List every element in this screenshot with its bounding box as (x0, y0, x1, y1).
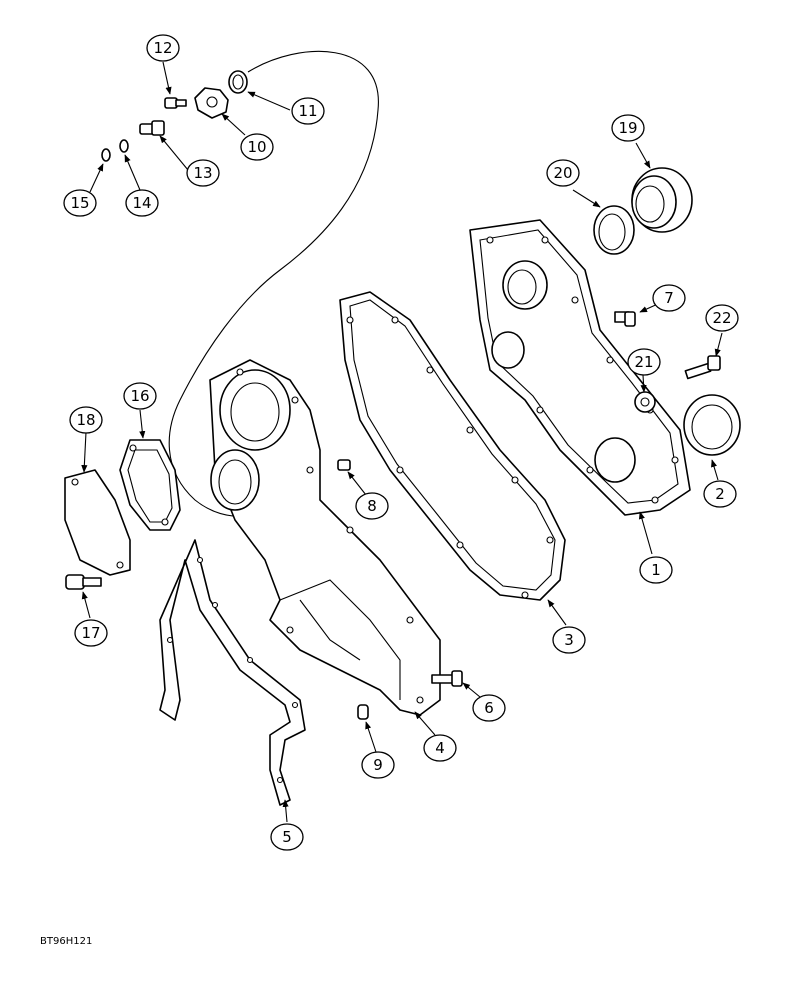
callout-5: 5 (270, 823, 304, 851)
callout-label-13: 13 (193, 164, 212, 182)
callout-7: 7 (652, 284, 686, 312)
leader-lines (81, 61, 723, 823)
callout-label-10: 10 (247, 138, 266, 156)
callout-9: 9 (361, 751, 395, 779)
ring-part-15 (101, 148, 111, 162)
callout-10: 10 (240, 133, 274, 161)
callout-label-15: 15 (70, 194, 89, 212)
callout-8: 8 (355, 492, 389, 520)
callout-label-4: 4 (435, 739, 445, 757)
callout-label-1: 1 (651, 561, 661, 579)
seal-part-2 (683, 394, 741, 456)
callout-label-19: 19 (618, 119, 637, 137)
callout-label-21: 21 (634, 353, 653, 371)
callout-label-6: 6 (484, 699, 494, 717)
callout-label-18: 18 (76, 411, 95, 429)
dowel-part-9 (357, 704, 369, 720)
reference-code: BT96H121 (40, 936, 92, 947)
callout-18: 18 (69, 406, 103, 434)
gear-housing-part-4 (209, 359, 441, 716)
bolt-part-22 (684, 355, 721, 380)
ring-part-20 (593, 205, 635, 255)
callout-21: 21 (627, 348, 661, 376)
callout-label-14: 14 (132, 194, 151, 212)
callout-4: 4 (423, 734, 457, 762)
gasket-part-3 (339, 291, 566, 601)
callout-3: 3 (552, 626, 586, 654)
bolt-part-12 (164, 97, 187, 109)
callout-label-12: 12 (153, 39, 172, 57)
callout-16: 16 (123, 382, 157, 410)
tube-line (168, 50, 379, 518)
oring-part-11 (228, 70, 248, 94)
gasket-part-16 (119, 439, 181, 531)
fitting-part-13 (139, 120, 165, 136)
callout-14: 14 (125, 189, 159, 217)
callout-17: 17 (74, 619, 108, 647)
bolt-part-8 (337, 459, 351, 471)
callout-12: 12 (146, 34, 180, 62)
ring-part-14 (119, 139, 129, 153)
callout-19: 19 (611, 114, 645, 142)
bolt-part-6 (431, 670, 463, 687)
front-cover-part-1 (469, 219, 691, 516)
callout-2: 2 (703, 480, 737, 508)
callout-22: 22 (705, 304, 739, 332)
callout-20: 20 (546, 159, 580, 187)
callout-13: 13 (186, 159, 220, 187)
seal-part-19 (631, 167, 693, 233)
cover-plate-part-18 (64, 469, 131, 576)
nut-part-21 (634, 391, 656, 413)
callout-label-7: 7 (664, 289, 674, 307)
flange-part-10 (194, 87, 229, 119)
callout-label-11: 11 (298, 102, 317, 120)
gasket-strip-part-5 (159, 539, 306, 806)
callout-label-20: 20 (553, 164, 572, 182)
callout-label-3: 3 (564, 631, 574, 649)
callout-6: 6 (472, 694, 506, 722)
callout-label-2: 2 (715, 485, 725, 503)
bolt-part-17 (65, 574, 102, 590)
callout-15: 15 (63, 189, 97, 217)
callout-label-22: 22 (712, 309, 731, 327)
callout-11: 11 (291, 97, 325, 125)
callout-label-9: 9 (373, 756, 383, 774)
callout-1: 1 (639, 556, 673, 584)
callout-label-16: 16 (130, 387, 149, 405)
callout-label-8: 8 (367, 497, 377, 515)
bolt-part-7 (614, 311, 636, 327)
callout-label-17: 17 (81, 624, 100, 642)
callout-label-5: 5 (282, 828, 292, 846)
